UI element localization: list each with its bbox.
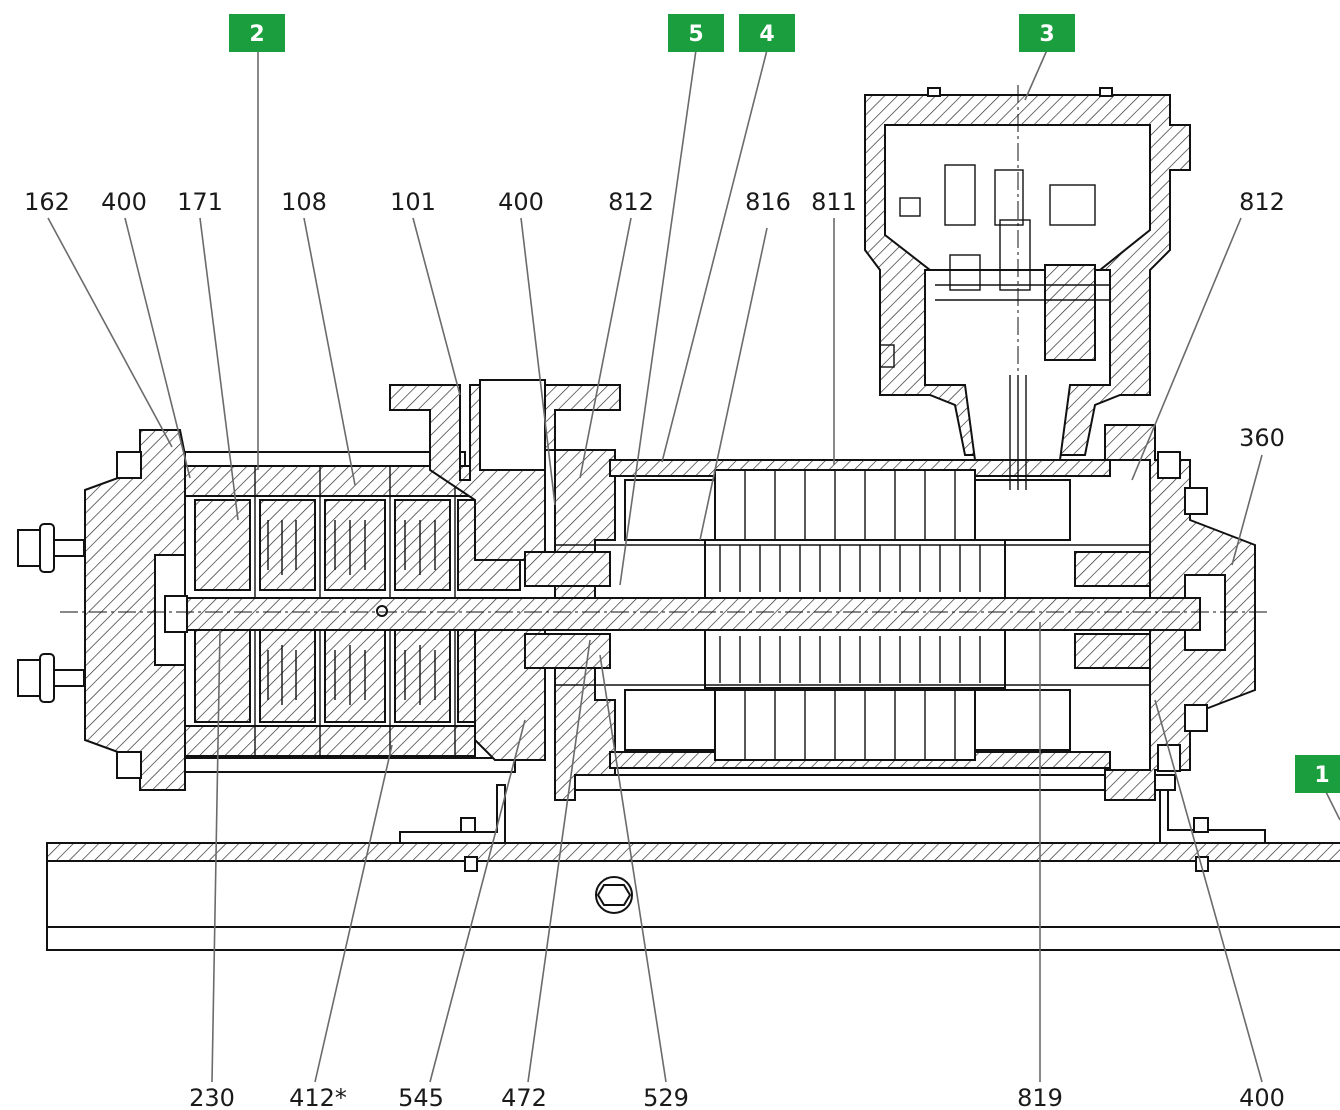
part-label-816: 816 [745, 188, 791, 216]
part-label-819: 819 [1017, 1084, 1063, 1110]
svg-text:1: 1 [1314, 763, 1329, 788]
terminal-box [864, 85, 1191, 490]
part-label-529: 529 [643, 1084, 689, 1110]
part-label-171: 171 [177, 188, 223, 216]
part-labels: 162 400 171 108 101 400 812 816 811 812 … [24, 188, 1285, 1110]
callout-badge-1: 1 [1295, 755, 1340, 793]
svg-text:2: 2 [249, 22, 264, 47]
callout-badge-5: 5 [668, 14, 724, 52]
part-label-812: 812 [1239, 188, 1285, 216]
callout-badge-4: 4 [739, 14, 795, 52]
callout-badge-2: 2 [229, 14, 285, 52]
part-label-811: 811 [811, 188, 857, 216]
part-label-400: 400 [498, 188, 544, 216]
part-label-108: 108 [281, 188, 327, 216]
part-label-360: 360 [1239, 424, 1285, 452]
svg-text:4: 4 [759, 22, 774, 47]
part-label-412: 412* [289, 1084, 347, 1110]
svg-text:5: 5 [688, 22, 703, 47]
discharge-casing [389, 379, 621, 761]
motor-housing [524, 449, 1176, 801]
part-label-472: 472 [501, 1084, 547, 1110]
part-label-400: 400 [101, 188, 147, 216]
base-frame [46, 842, 1340, 951]
part-label-230: 230 [189, 1084, 235, 1110]
callout-badge-3: 3 [1019, 14, 1075, 52]
svg-text:3: 3 [1039, 22, 1054, 47]
part-label-162: 162 [24, 188, 70, 216]
part-label-400: 400 [1239, 1084, 1285, 1110]
leader-lines [47, 49, 1340, 1083]
shaft [164, 595, 1201, 633]
suction-casing [17, 429, 186, 791]
tie-rods [184, 451, 516, 773]
part-label-101: 101 [390, 188, 436, 216]
part-label-812: 812 [608, 188, 654, 216]
part-label-545: 545 [398, 1084, 444, 1110]
